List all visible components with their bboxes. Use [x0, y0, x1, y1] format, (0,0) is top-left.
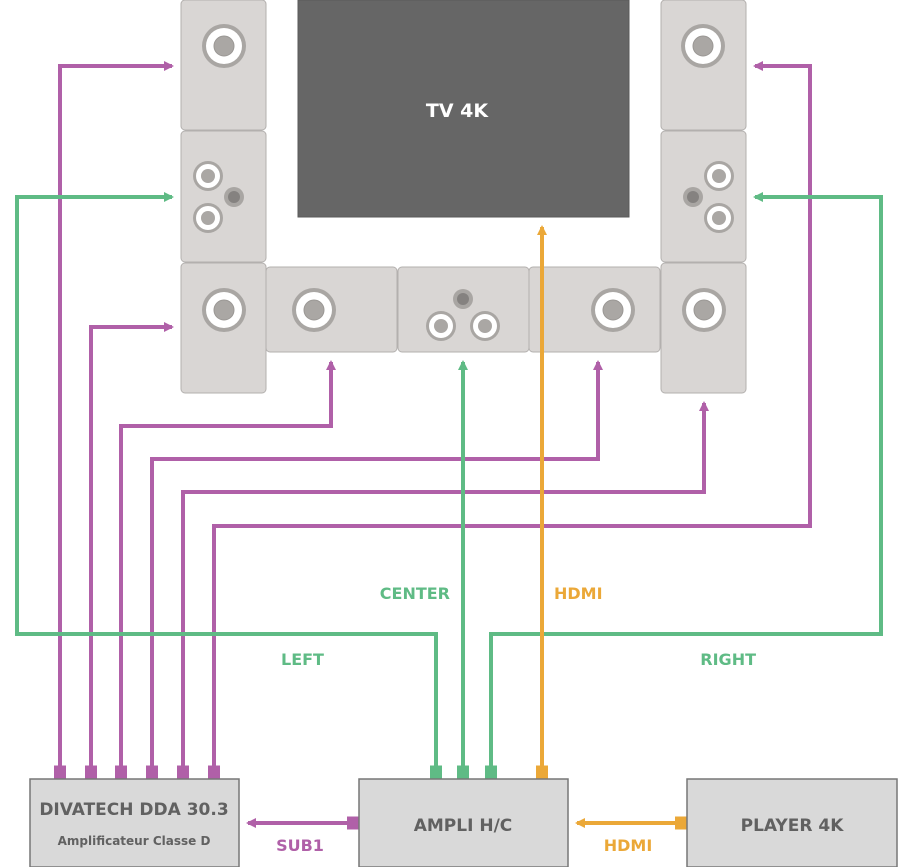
amplifier-box[interactable]: DIVATECH DDA 30.3 Amplificateur Classe D: [29, 778, 240, 867]
front-output-connector: [457, 765, 469, 779]
speaker-left-surround-top: [180, 0, 267, 131]
hdmi-player-connector: [675, 816, 687, 830]
front-output-connector: [485, 765, 497, 779]
processor-box[interactable]: AMPLI H/C: [358, 778, 569, 867]
wires: [15, 61, 883, 830]
amp-output-connector: [208, 765, 220, 779]
speaker-center: [397, 266, 530, 353]
amp-output-connector: [115, 765, 127, 779]
front-output-connector: [430, 765, 442, 779]
tv-label: TV 4K: [426, 100, 490, 122]
amp-output-connector: [85, 765, 97, 779]
wire-left-surround-bottom: [89, 322, 174, 771]
speaker-right-front: [660, 130, 747, 263]
sub-output-connector: [347, 816, 359, 830]
processor-title: AMPLI H/C: [414, 816, 513, 836]
speaker-cabinet: [660, 130, 747, 263]
hdmi-output-connector: [536, 765, 548, 779]
wire-right-surround-top: [212, 61, 812, 771]
speaker-right-surround-top: [660, 0, 747, 131]
speaker-left-front: [180, 130, 267, 263]
player-title: PLAYER 4K: [741, 816, 845, 836]
wire-label-hdmi-tv: HDMI: [554, 584, 603, 603]
tv-screen: TV 4K: [297, 0, 630, 218]
amp-output-connector: [146, 765, 158, 779]
speakers: [180, 0, 747, 394]
speaker-right-surround-bottom: [660, 262, 747, 394]
wire-right-surround-bottom: [181, 401, 709, 771]
wire-rear-right: [150, 360, 603, 771]
wire-rear-left: [119, 360, 336, 771]
wire-label-hdmi-player: HDMI: [604, 836, 653, 855]
wire-left-front: [15, 192, 438, 771]
wire-label-sub: SUB1: [276, 836, 324, 855]
speaker-cabinet: [180, 130, 267, 263]
speaker-rear-left: [265, 266, 398, 353]
wire-label-right: RIGHT: [700, 650, 756, 669]
speaker-left-surround-bottom: [180, 262, 267, 394]
player-box[interactable]: PLAYER 4K: [686, 778, 898, 867]
amplifier-subtitle: Amplificateur Classe D: [58, 834, 211, 848]
speaker-cabinet: [397, 266, 530, 353]
wire-label-left: LEFT: [281, 650, 324, 669]
amplifier-title: DIVATECH DDA 30.3: [39, 800, 228, 820]
amp-output-connector: [54, 765, 66, 779]
wire-left-surround-top: [58, 61, 174, 771]
amp-output-connector: [177, 765, 189, 779]
wire-right-front: [489, 192, 883, 771]
speaker-rear-right: [528, 266, 661, 353]
wire-label-center: CENTER: [380, 584, 450, 603]
